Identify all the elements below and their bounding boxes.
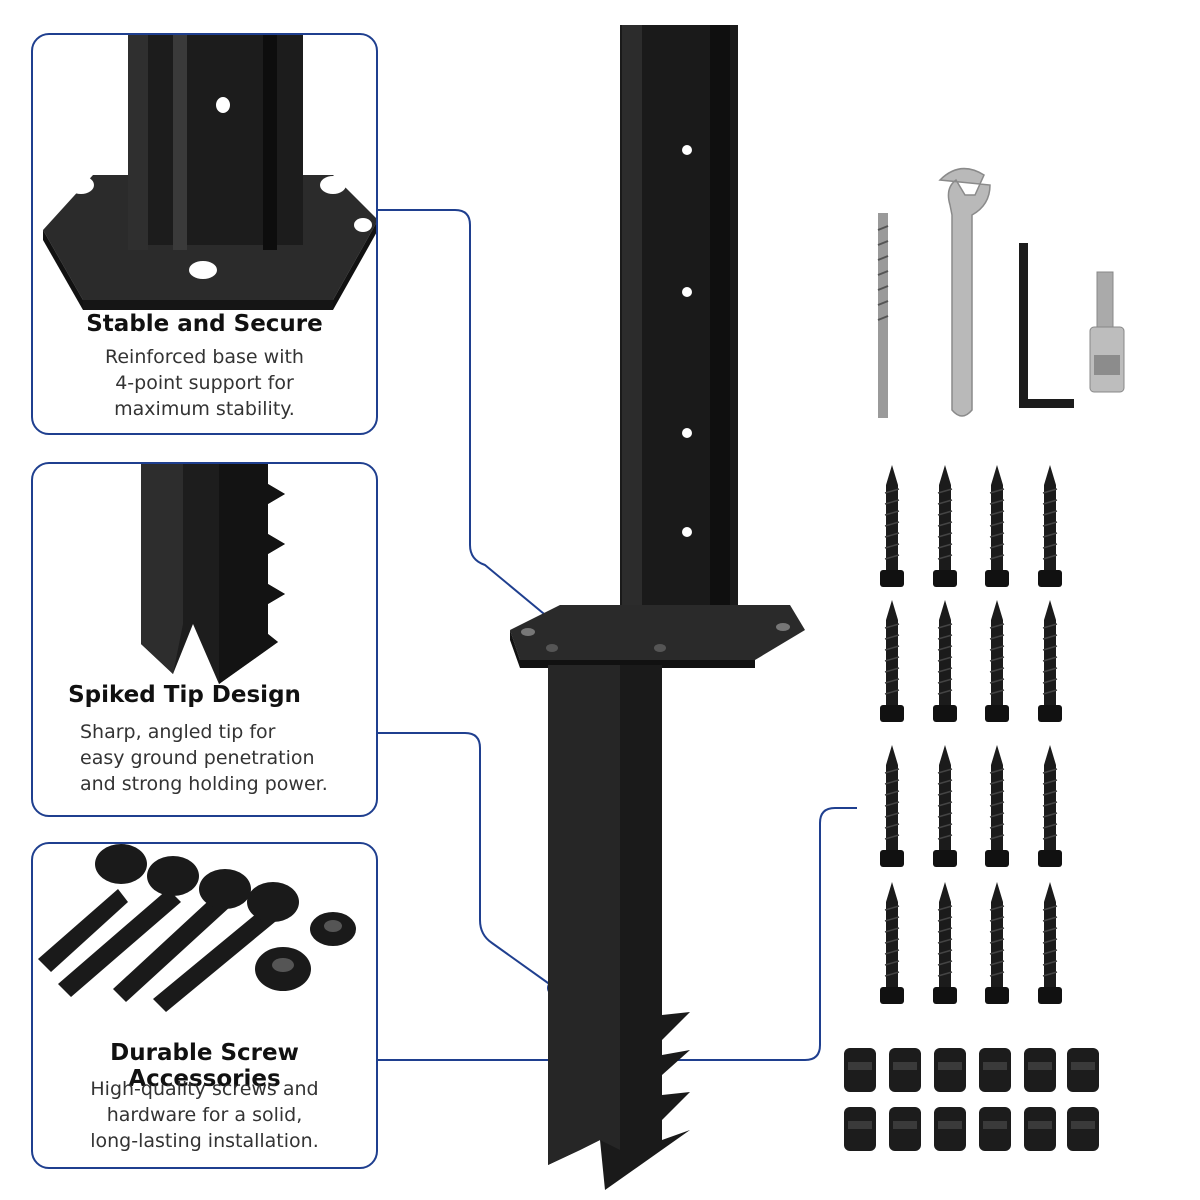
post-base-closeup-image: [43, 35, 376, 310]
callout-lines: [378, 209, 857, 1061]
screw-icon: [933, 600, 957, 722]
spacer-icon: [844, 1107, 876, 1151]
spacer-icon: [934, 1048, 966, 1092]
feature-card-stable: Stable and Secure Reinforced base with 4…: [31, 33, 378, 435]
feature-card-spike: Spiked Tip Design Sharp, angled tip for …: [31, 462, 378, 817]
spacer-icon: [979, 1048, 1011, 1092]
spacer-icon: [889, 1107, 921, 1151]
spacer-icon: [934, 1107, 966, 1151]
post-anchor-icon: [510, 25, 805, 1190]
screw-icon: [880, 882, 904, 1004]
screw-icon: [1038, 600, 1062, 722]
socket-adapter-icon: [1089, 271, 1125, 393]
feature-card-screws: Durable Screw Accessories High-quality s…: [31, 842, 378, 1169]
screw-icon: [933, 465, 957, 587]
feature-title: Spiked Tip Design: [68, 682, 301, 708]
spacer-icon: [844, 1048, 876, 1092]
spacer-icon: [1067, 1048, 1099, 1092]
wrench-icon: [938, 167, 991, 417]
feature-description: Reinforced base with 4-point support for…: [105, 346, 304, 420]
drill-bit-icon: [877, 213, 889, 418]
screw-icon: [880, 745, 904, 867]
feature-title: Stable and Secure: [86, 311, 323, 337]
screw-icon: [880, 465, 904, 587]
screw-icon: [985, 465, 1009, 587]
screw-icon: [1038, 882, 1062, 1004]
feature-description: Sharp, angled tip for easy ground penetr…: [80, 721, 328, 795]
screw-icon: [933, 745, 957, 867]
screw-icon: [1038, 745, 1062, 867]
feature-description: High-quality screws and hardware for a s…: [90, 1078, 319, 1152]
screw-icon: [933, 882, 957, 1004]
screw-icon: [880, 600, 904, 722]
spacer-icon: [1024, 1048, 1056, 1092]
screw-icon: [985, 882, 1009, 1004]
screw-icon: [985, 600, 1009, 722]
screw-icon: [985, 745, 1009, 867]
screw-grid: [880, 465, 1062, 1004]
allen-key-icon: [1019, 243, 1074, 408]
spike-tip-closeup-image: [141, 464, 285, 684]
spacer-grid: [844, 1048, 1099, 1151]
spacer-icon: [979, 1107, 1011, 1151]
spacer-icon: [889, 1048, 921, 1092]
spacer-icon: [1067, 1107, 1099, 1151]
screws-closeup-image: [38, 844, 356, 1012]
screw-icon: [1038, 465, 1062, 587]
spacer-icon: [1024, 1107, 1056, 1151]
feature-title: Durable Screw Accessories: [110, 1040, 299, 1092]
